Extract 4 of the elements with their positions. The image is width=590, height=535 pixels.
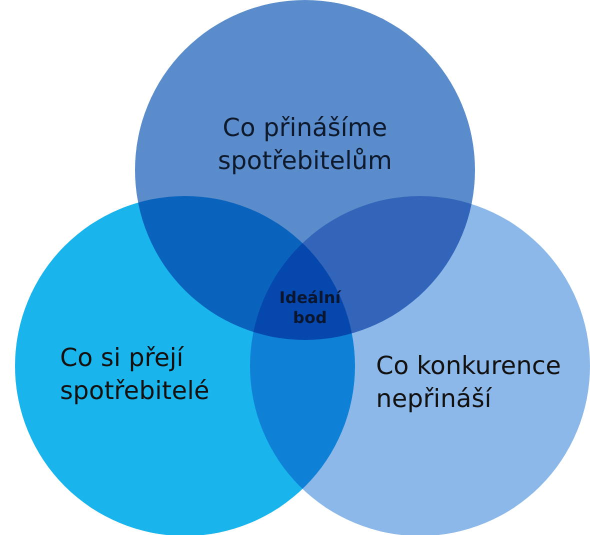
circle-label: Co si přejí spotřebitelé (60, 342, 210, 406)
circle-label: Co přinášíme spotřebitelům (216, 112, 394, 176)
circle-label: Co konkurence nepřináší (376, 350, 562, 414)
center-label: Ideální bod (278, 288, 342, 328)
